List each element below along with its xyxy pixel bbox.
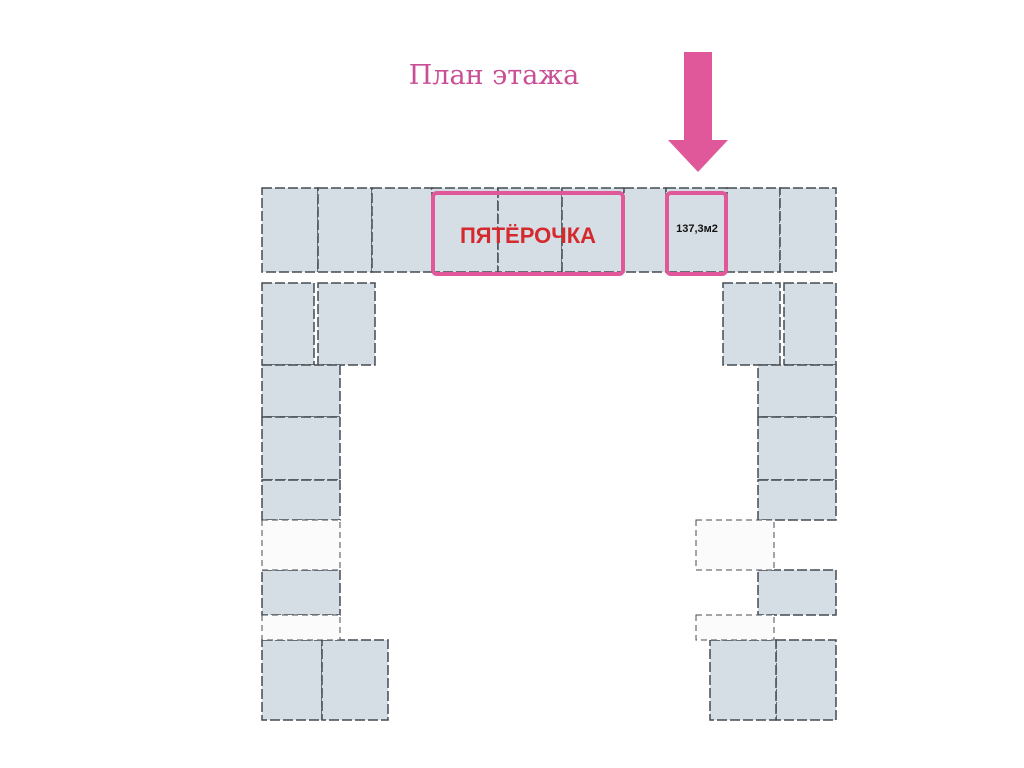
corridor [695, 519, 775, 571]
room-top-1 [317, 187, 373, 273]
room-top-0 [261, 187, 319, 273]
unit-area-label: 137,3м2 [676, 223, 718, 235]
room-right-2 [757, 364, 837, 418]
room-top-5 [561, 187, 625, 273]
room-right-6 [775, 639, 837, 721]
room-left-7 [321, 639, 389, 721]
store-highlight-box[interactable] [431, 191, 625, 276]
room-left-4 [261, 479, 341, 521]
plan-title: План этажа [0, 60, 1024, 91]
down-arrow-icon [668, 52, 728, 172]
room-left-5 [261, 569, 341, 616]
room-left-2 [261, 364, 341, 418]
unit-highlight-box[interactable] [665, 191, 728, 276]
room-left-3 [261, 416, 341, 481]
room-top-7 [665, 187, 728, 273]
room-right-7 [709, 639, 777, 721]
corridor [695, 614, 775, 641]
room-top-9 [779, 187, 837, 273]
room-right-4 [757, 479, 837, 521]
room-right-3 [757, 416, 837, 481]
plan-title-text: План этажа [408, 60, 580, 91]
corridor [261, 519, 341, 571]
room-top-2 [371, 187, 433, 273]
room-left-1 [317, 282, 376, 366]
store-label: ПЯТЁРОЧКА [460, 223, 596, 248]
room-top-4 [497, 187, 563, 273]
rooms-layer [261, 187, 837, 721]
room-right-0 [783, 282, 837, 366]
room-top-8 [726, 187, 781, 273]
room-right-5 [757, 569, 837, 616]
corridor [261, 614, 341, 641]
room-top-6 [623, 187, 667, 273]
room-left-0 [261, 282, 315, 366]
room-right-1 [722, 282, 781, 366]
room-left-6 [261, 639, 323, 721]
